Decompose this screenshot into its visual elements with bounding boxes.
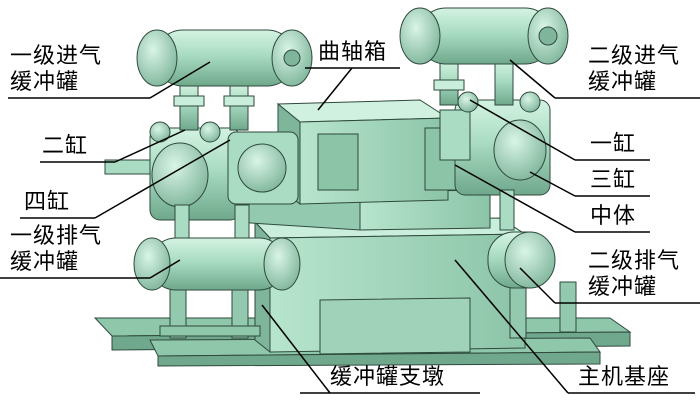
- label-line: 缓冲罐: [588, 70, 658, 95]
- label-cylinder-2: 二缸: [42, 134, 89, 159]
- stage2-outlet-tank-shape: [487, 231, 556, 289]
- leader-main-base: [454, 259, 569, 394]
- stage1-outlet-tank-shape: [133, 237, 301, 291]
- label-cylinder-3: 三缸: [590, 168, 637, 193]
- leader-middle-body: [454, 164, 576, 233]
- leader-cylinder-1: [469, 99, 576, 161]
- leader-crankcase: [317, 67, 353, 111]
- crankcase-shape: [276, 99, 461, 205]
- label-crankcase: 曲轴箱: [318, 40, 388, 65]
- label-line: 一级进气: [10, 44, 103, 69]
- leader-stage2-inlet: [509, 59, 556, 99]
- label-stage1-inlet-tank: 一级进气 缓冲罐: [10, 44, 102, 96]
- stage1-inlet-tank-shape: [136, 29, 313, 87]
- label-cylinder-1: 一缸: [590, 132, 637, 157]
- stage2-inlet-tank-shape: [399, 7, 569, 65]
- label-cylinder-4: 四缸: [24, 190, 71, 215]
- label-main-base: 主机基座: [578, 365, 671, 390]
- label-stage2-inlet-tank: 二级进气 缓冲罐: [588, 44, 680, 96]
- leader-cylinder-4: [94, 139, 231, 219]
- label-line: 一级排气: [10, 224, 103, 249]
- label-underlines: [0, 67, 700, 394]
- label-middle-body: 中体: [590, 204, 637, 229]
- label-line: 二级进气: [588, 44, 681, 69]
- label-stage1-outlet-tank: 一级排气 缓冲罐: [10, 224, 102, 276]
- leader-buffer-support: [261, 304, 331, 394]
- leader-cylinder-3: [529, 171, 576, 197]
- label-buffer-support: 缓冲罐支墩: [330, 365, 446, 390]
- main-base-shape: [253, 217, 527, 355]
- label-line: 缓冲罐: [10, 250, 80, 275]
- label-line: 二级排气: [588, 249, 681, 274]
- leader-lines: [94, 59, 576, 394]
- leader-stage2-outlet: [519, 267, 556, 304]
- leader-cylinder-2: [114, 129, 186, 163]
- buffer-support-shapes: [159, 279, 577, 339]
- leader-stage1-inlet: [149, 61, 211, 99]
- label-line: 缓冲罐: [10, 70, 80, 95]
- left-inlet-pipes: [173, 81, 255, 131]
- label-line: 缓冲罐: [588, 275, 658, 300]
- leader-stage1-outlet: [149, 259, 181, 279]
- label-stage2-outlet-tank: 二级排气 缓冲罐: [588, 249, 680, 301]
- right-cylinder-shape: [439, 91, 551, 196]
